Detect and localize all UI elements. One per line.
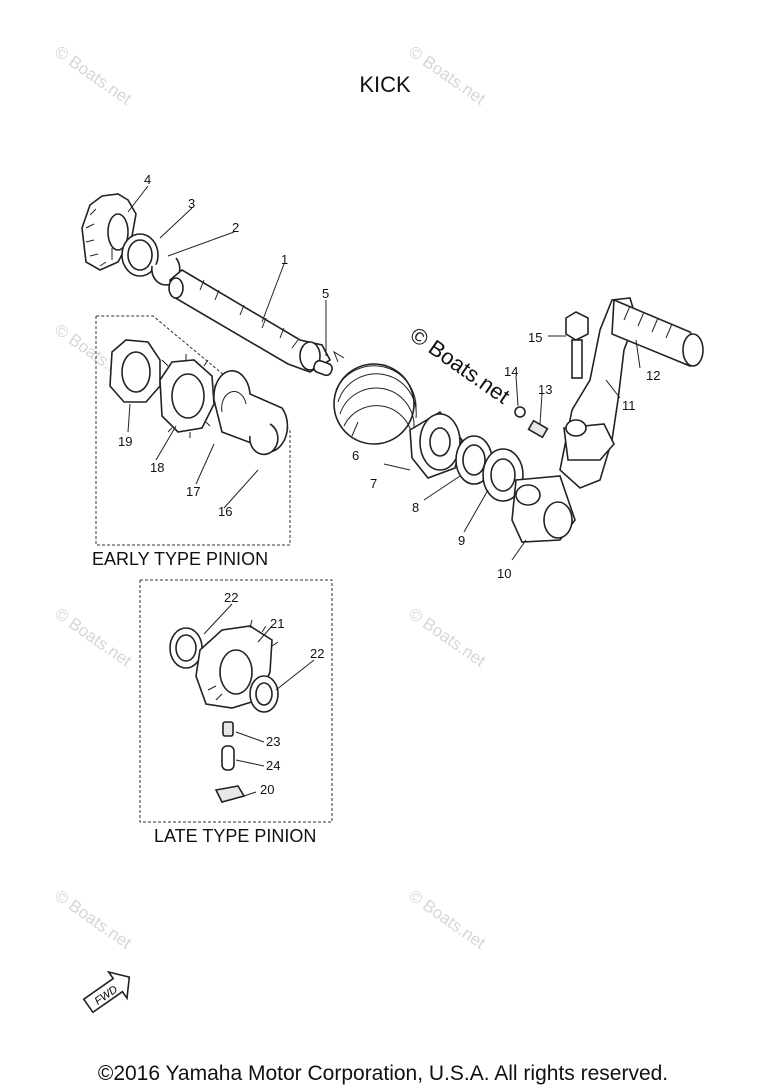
callout-3: 3 [188,196,195,211]
callout-23: 23 [266,734,280,749]
part-16-circlip [249,423,279,456]
part-13-spring [527,419,549,439]
part-14-ball [514,406,526,418]
part-24-plunger [221,745,235,771]
part-15-bolt [565,311,589,379]
callout-24: 24 [266,758,280,773]
late-pinion-box [139,579,333,823]
callout-5: 5 [322,286,329,301]
callout-22-right: 22 [310,646,324,661]
diagram-title: KICK [359,72,411,97]
callout-17: 17 [186,484,200,499]
callout-22-left: 22 [224,590,238,605]
part-5-pin [313,359,333,377]
callout-4: 4 [144,172,151,187]
callout-9: 9 [458,533,465,548]
part-7-collar [409,410,463,479]
callout-12: 12 [646,368,660,383]
callout-18: 18 [150,460,164,475]
callout-7: 7 [370,476,377,491]
early-type-pinion-label: EARLY TYPE PINION [92,549,269,569]
late-type-pinion-label: LATE TYPE PINION [154,826,317,846]
part-1-shaft [168,269,332,373]
callout-11: 11 [622,398,636,413]
part-19-ratchet [109,339,161,403]
part-20-stopper [214,785,246,803]
part-10-boss [511,475,576,543]
callout-16: 16 [218,504,232,519]
part-23-spring [222,721,234,737]
forward-arrow-icon: FWD [82,970,131,1014]
callout-21: 21 [270,616,284,631]
callout-6: 6 [352,448,359,463]
early-pinion-box [95,315,291,546]
callout-15: 15 [528,330,542,345]
part-12-grip [611,298,704,367]
callout-14: 14 [504,364,518,379]
part-18-pinion-gear [159,354,221,438]
callout-8: 8 [412,500,419,515]
callout-10: 10 [497,566,511,581]
part-6-spring [332,350,417,445]
callout-2: 2 [232,220,239,235]
callout-20: 20 [260,782,274,797]
callout-13: 13 [538,382,552,397]
callout-19: 19 [118,434,132,449]
callout-1: 1 [281,252,288,267]
copyright-notice: ©2016 Yamaha Motor Corporation, U.S.A. A… [97,1062,669,1085]
